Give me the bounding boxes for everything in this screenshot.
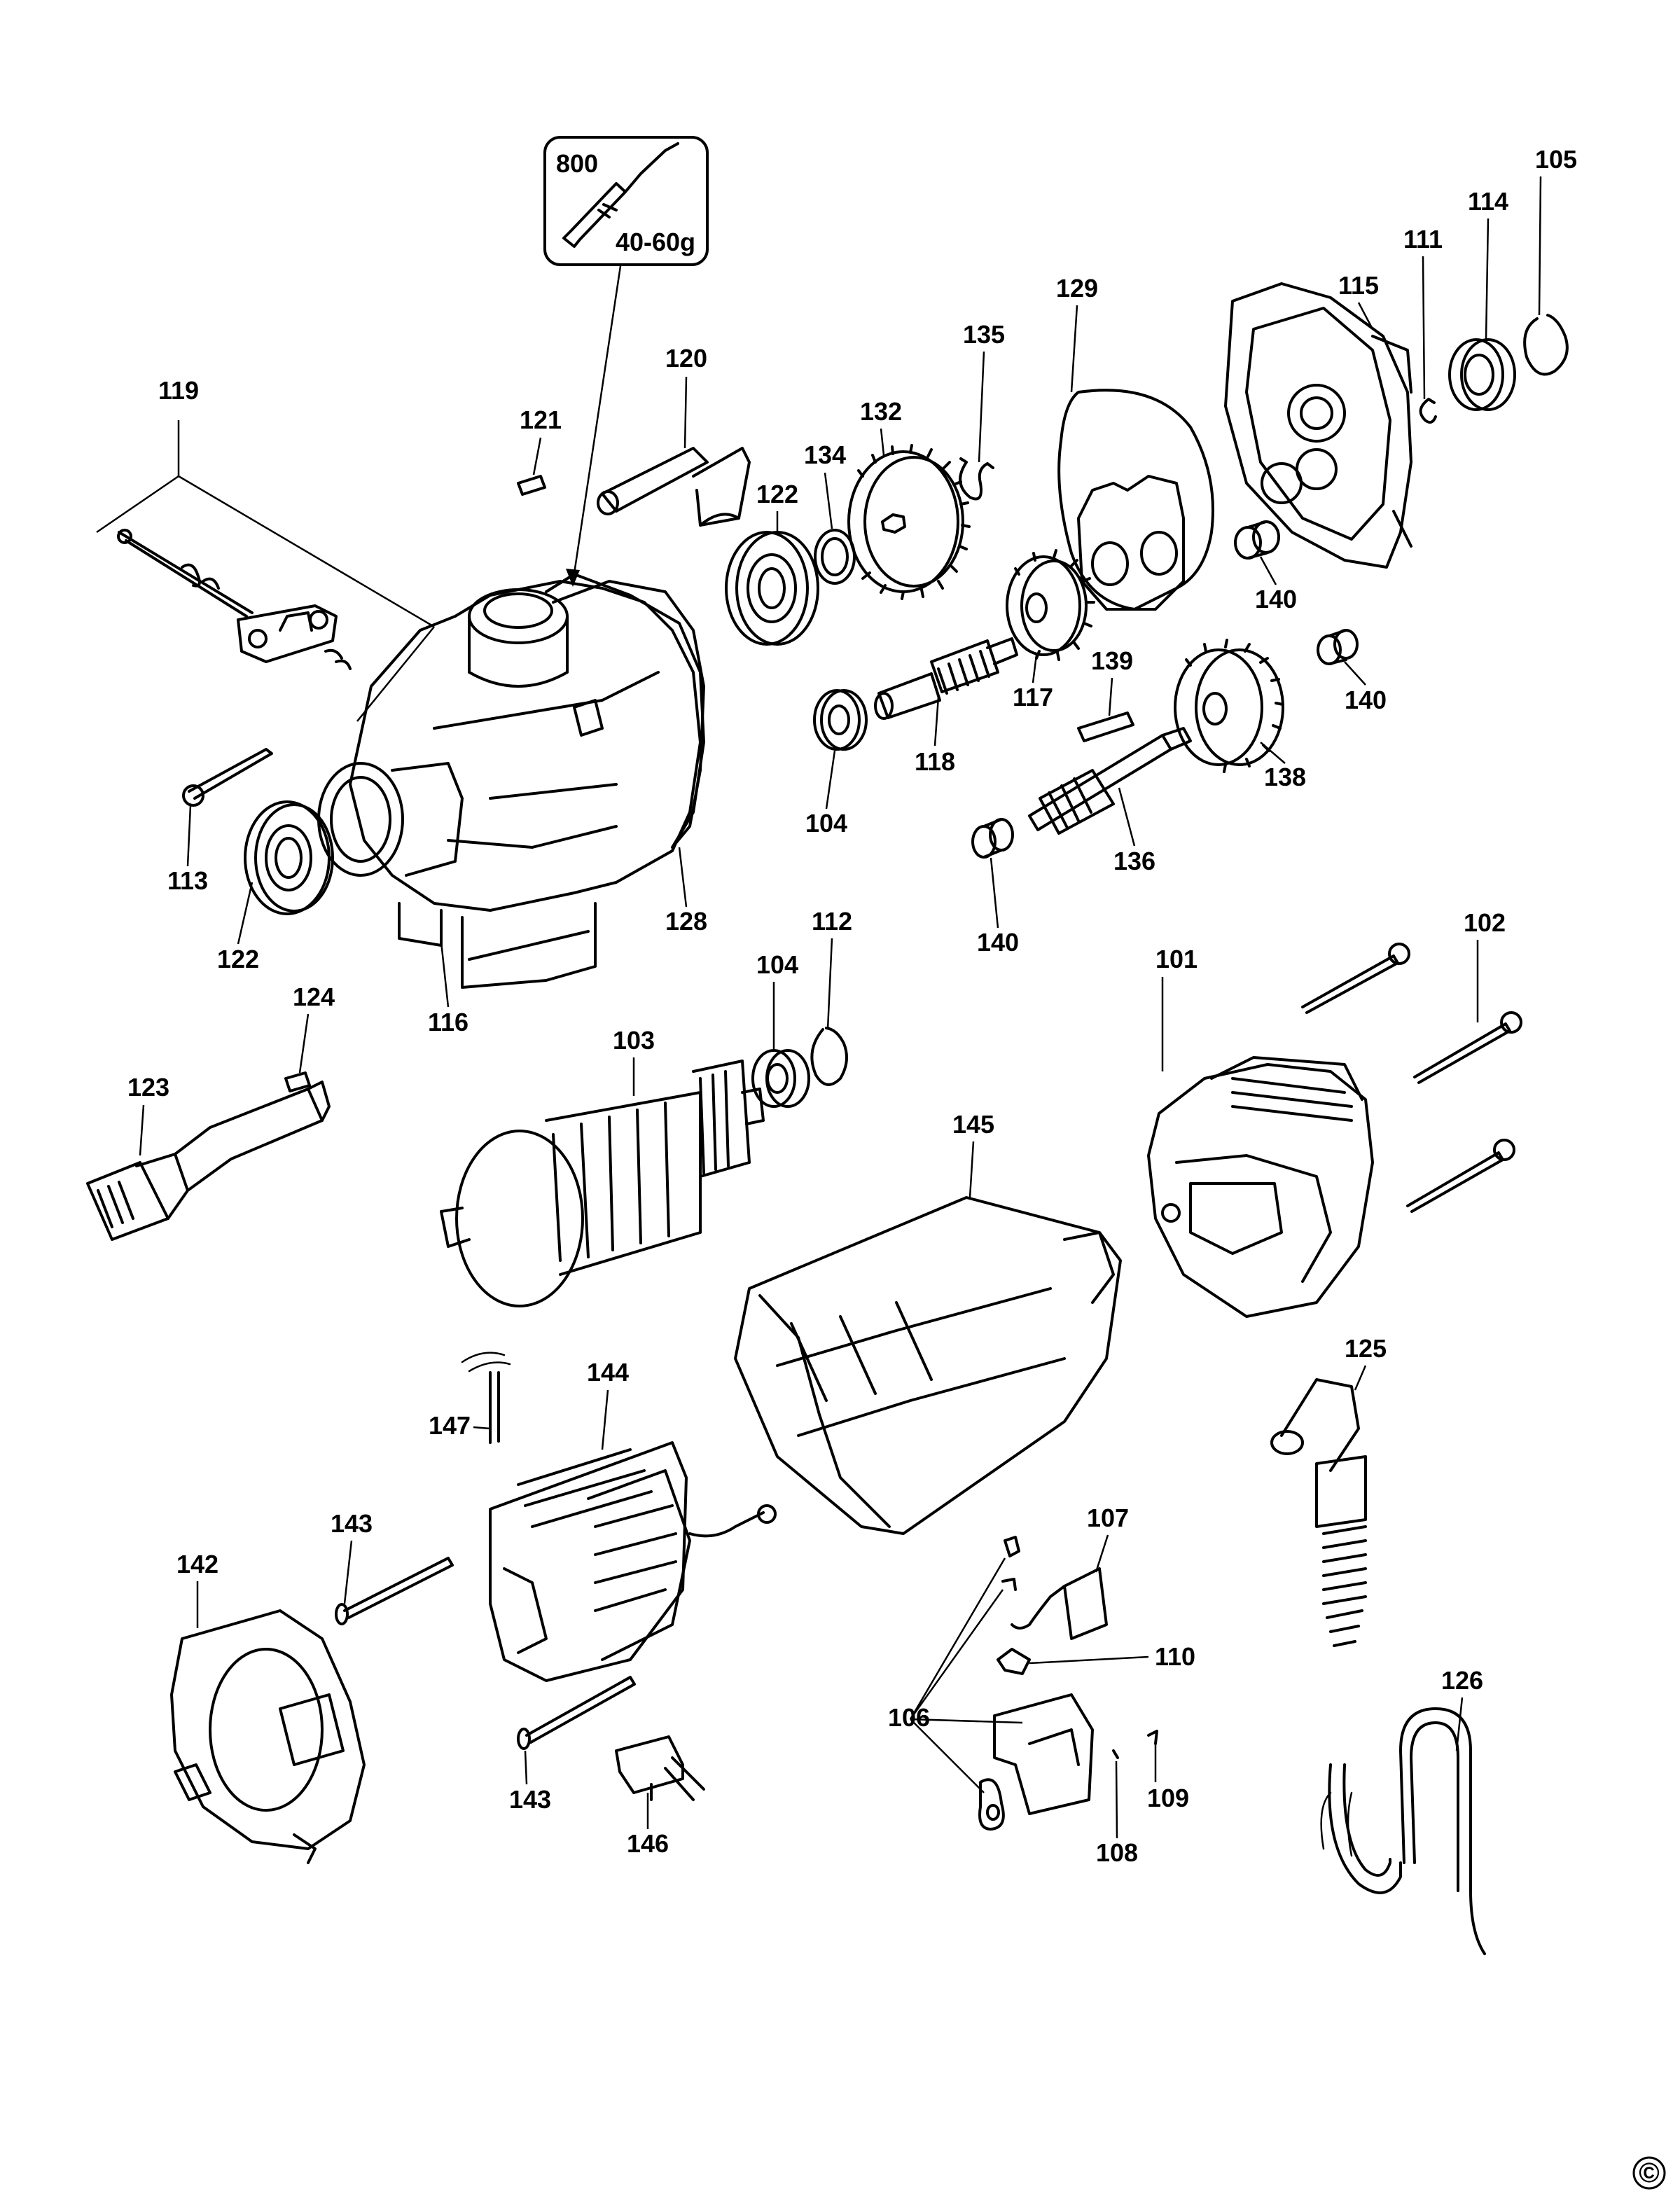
- circlip-112: [810, 1027, 848, 1086]
- washer-134: [814, 529, 856, 585]
- bearing-122-center: [725, 531, 819, 646]
- pin-108: [1112, 1749, 1119, 1759]
- label-106: 106: [888, 1703, 930, 1732]
- label-142: 142: [176, 1550, 218, 1578]
- label-109: 109: [1147, 1784, 1189, 1812]
- bearing-122-left: [244, 800, 334, 915]
- motor-end-housing-101: [1147, 1056, 1374, 1318]
- label-125: 125: [1345, 1334, 1387, 1363]
- motor-housing-145: [734, 1196, 1122, 1535]
- label-101: 101: [1155, 945, 1197, 973]
- output-spindle-123: [86, 1081, 331, 1241]
- screw-113: [182, 748, 273, 807]
- label-113: 113: [167, 866, 208, 895]
- spindle-lock-120: [597, 447, 751, 527]
- label-140-lower: 140: [977, 928, 1019, 957]
- needle-bearing-140-lower: [971, 818, 1014, 859]
- grease-callout: 800 40-60g: [543, 136, 709, 587]
- field-144: [461, 1352, 777, 1682]
- label-128: 128: [665, 907, 707, 936]
- key-139: [1077, 711, 1134, 742]
- label-110: 110: [1155, 1642, 1195, 1671]
- circlip-105: [1523, 314, 1569, 376]
- key-124: [284, 1071, 311, 1092]
- label-117: 117: [1013, 683, 1053, 711]
- housing-gasket: [552, 580, 705, 849]
- label-119: 119: [158, 376, 199, 405]
- label-129: 129: [1056, 274, 1098, 303]
- label-144: 144: [587, 1358, 629, 1387]
- label-112: 112: [812, 907, 852, 936]
- svg-text:©: ©: [1639, 2158, 1659, 2188]
- label-138: 138: [1264, 763, 1306, 791]
- label-124: 124: [293, 983, 335, 1011]
- pinion-shaft-118: [874, 637, 1018, 720]
- label-123: 123: [127, 1073, 169, 1102]
- label-107: 107: [1087, 1504, 1129, 1532]
- label-143-upper: 143: [331, 1509, 373, 1538]
- label-140-upper: 140: [1255, 585, 1297, 613]
- cable-protector-125: [1270, 1378, 1367, 1647]
- cable-126: [1320, 1707, 1486, 1955]
- carbon-brush-107: [1011, 1567, 1108, 1640]
- label-139: 139: [1091, 646, 1133, 675]
- label-104-upper: 104: [805, 809, 847, 838]
- cover-plate-129: [1057, 389, 1214, 611]
- gear-117: [1006, 549, 1095, 661]
- label-135: 135: [963, 320, 1005, 349]
- label-102: 102: [1464, 908, 1506, 937]
- suppressor-146: [615, 1735, 705, 1801]
- label-105: 105: [1535, 145, 1577, 174]
- bearing-114: [1448, 338, 1516, 411]
- label-122-center: 122: [756, 480, 798, 508]
- needle-bearing-140-right: [1317, 629, 1359, 665]
- label-140-right: 140: [1345, 686, 1387, 714]
- callout-quantity: 40-60g: [616, 228, 695, 256]
- spindle-136: [1028, 727, 1192, 835]
- label-103: 103: [613, 1026, 655, 1055]
- label-132: 132: [860, 397, 902, 426]
- label-116: 116: [428, 1008, 468, 1036]
- needle-bearing-140-upper: [1234, 520, 1280, 560]
- screws-102: [1301, 943, 1522, 1213]
- label-114: 114: [1468, 187, 1508, 216]
- circlip-111: [1419, 398, 1437, 424]
- gear-132: [847, 444, 971, 600]
- armature-103: [440, 1060, 765, 1307]
- label-145: 145: [952, 1110, 994, 1139]
- gearbox-plate-115: [1224, 282, 1412, 569]
- label-122-left: 122: [217, 945, 259, 973]
- screws-143: [335, 1557, 636, 1750]
- label-126: 126: [1441, 1666, 1483, 1695]
- label-146: 146: [627, 1829, 669, 1858]
- brush-holder-106: [909, 1536, 1094, 1831]
- label-143-lower: 143: [509, 1785, 551, 1814]
- label-115: 115: [1338, 271, 1379, 300]
- gear-138: [1174, 639, 1284, 773]
- gear-housing: [317, 573, 705, 989]
- label-118: 118: [915, 747, 955, 776]
- side-handle-kit: [96, 420, 435, 722]
- label-111: 111: [1403, 225, 1443, 254]
- label-147: 147: [429, 1411, 471, 1440]
- callout-part-number: 800: [556, 149, 598, 178]
- clip-110: [997, 1648, 1031, 1675]
- copyright-mark: ©: [1632, 2156, 1666, 2190]
- label-108: 108: [1096, 1838, 1138, 1867]
- label-121: 121: [520, 405, 562, 434]
- circlip-135: [959, 457, 994, 501]
- label-134: 134: [804, 440, 846, 469]
- label-120: 120: [665, 344, 707, 373]
- pin-121: [517, 475, 546, 496]
- label-104-middle: 104: [756, 950, 798, 979]
- label-136: 136: [1113, 847, 1155, 875]
- bearing-104-upper: [813, 689, 868, 751]
- baffle-142: [170, 1609, 366, 1864]
- spring-109: [1147, 1730, 1158, 1745]
